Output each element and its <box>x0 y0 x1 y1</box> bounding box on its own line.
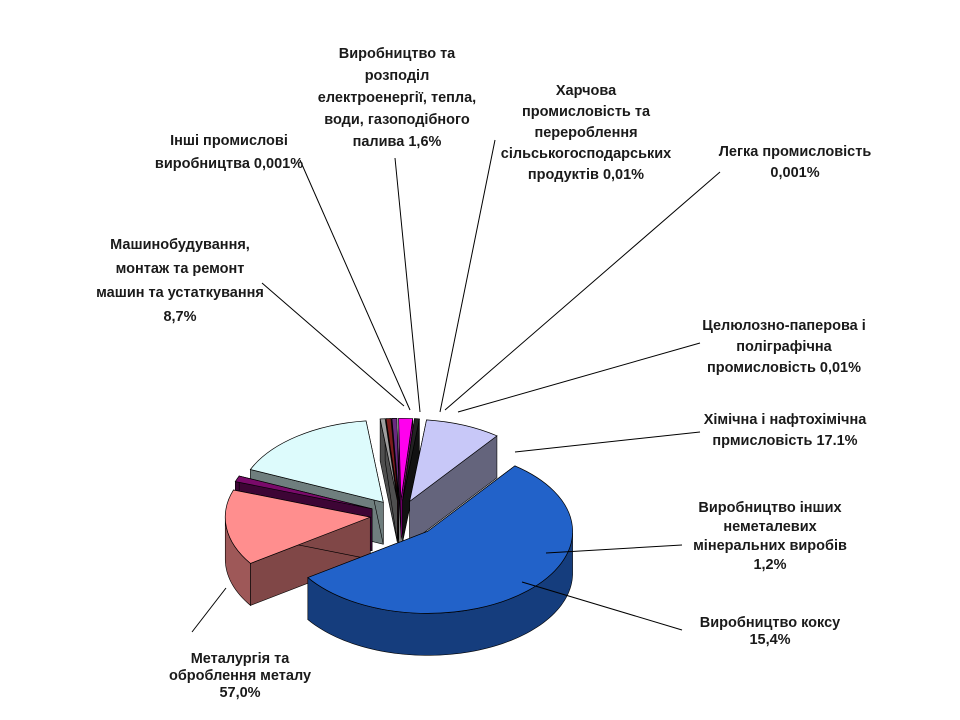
pie-slice-top-8 <box>402 418 420 501</box>
slice-label-2-line-0: Виробництво інших <box>698 500 841 516</box>
leader-line-0 <box>191 587 227 633</box>
pie-slices <box>224 417 573 656</box>
slice-label-4-line-2: промисловість 0,01% <box>707 360 861 376</box>
leader-line-9 <box>261 282 405 407</box>
slice-label-1-line-0: Виробництво коксу <box>700 615 840 631</box>
leader-line-2 <box>545 544 683 554</box>
pie-slice-8 <box>402 418 420 543</box>
slice-label-0-line-1: оброблення металу <box>169 668 311 684</box>
pie-slice-1 <box>224 489 372 607</box>
leader-line-6 <box>439 139 496 413</box>
slice-label-9-line-1: монтаж та ремонт <box>116 261 245 277</box>
leader-line-3 <box>514 431 701 453</box>
slice-label-2-line-2: мінеральних виробів <box>693 538 847 554</box>
slice-label-3-line-1: прмисловість 17.1% <box>712 433 857 449</box>
slice-label-7-line-1: розподіл <box>365 68 430 84</box>
leader-line-7 <box>394 157 421 413</box>
pie-slice-top-4 <box>379 418 398 501</box>
slice-label-2-line-3: 1,2% <box>753 557 786 573</box>
slice-label-4-line-0: Целюлозно-паперова і <box>702 318 866 334</box>
slice-label-5-line-1: 0,001% <box>770 165 819 181</box>
slice-label-7-line-3: води, газоподібного <box>324 112 470 128</box>
slice-label-9-line-2: машин та устаткування <box>96 285 264 301</box>
pie-slice-top-6 <box>391 417 400 501</box>
slice-label-2-line-1: неметалевих <box>723 519 816 535</box>
slice-label-8-line-0: Інші промислові <box>170 133 288 149</box>
slice-label-4-line-1: поліграфічна <box>736 339 832 355</box>
slice-label-8-line-1: виробництва 0,001% <box>155 156 303 172</box>
pie-slice-top-0 <box>307 465 573 614</box>
pie-slice-top-2 <box>234 475 373 510</box>
slice-label-0-line-2: 57,0% <box>219 685 260 701</box>
pie-slice-9 <box>409 419 498 544</box>
slice-label-6-line-2: перероблення <box>534 125 637 141</box>
slice-label-6-line-0: Харчова <box>556 83 617 99</box>
pie-slice-top-9 <box>409 419 498 503</box>
slice-label-6-line-3: сільськогосподарських <box>501 146 671 162</box>
slice-label-6-line-1: промисловість та <box>522 104 651 120</box>
leader-line-8 <box>299 159 411 411</box>
slice-label-3-line-0: Хімічна і нафтохімічна <box>704 412 868 428</box>
slice-label-9-line-3: 8,7% <box>163 309 196 325</box>
pie-slice-top-7 <box>398 417 414 501</box>
slice-label-1-line-1: 15,4% <box>749 632 790 648</box>
slice-label-7-line-4: палива 1,6% <box>353 134 442 150</box>
slice-label-7-line-0: Виробництво та <box>339 46 456 62</box>
slice-label-9-line-0: Машинобудування, <box>110 237 250 253</box>
leader-line-4 <box>457 342 701 413</box>
pie-slice-top-1 <box>224 489 372 564</box>
pie-slice-4 <box>379 418 398 543</box>
leader-line-1 <box>521 581 683 631</box>
leader-line-5 <box>444 171 721 411</box>
pie-slice-top-5 <box>385 418 399 501</box>
leader-lines <box>191 139 721 633</box>
pie-slice-0 <box>307 465 573 656</box>
slice-label-5-line-0: Легка промисловість <box>719 144 872 160</box>
slice-label-6-line-4: продуктів 0,01% <box>528 167 644 183</box>
slice-label-0-line-0: Металургія та <box>191 651 291 667</box>
slice-label-7-line-2: електроенергії, тепла, <box>318 90 476 106</box>
pie-slice-top-3 <box>249 420 384 503</box>
